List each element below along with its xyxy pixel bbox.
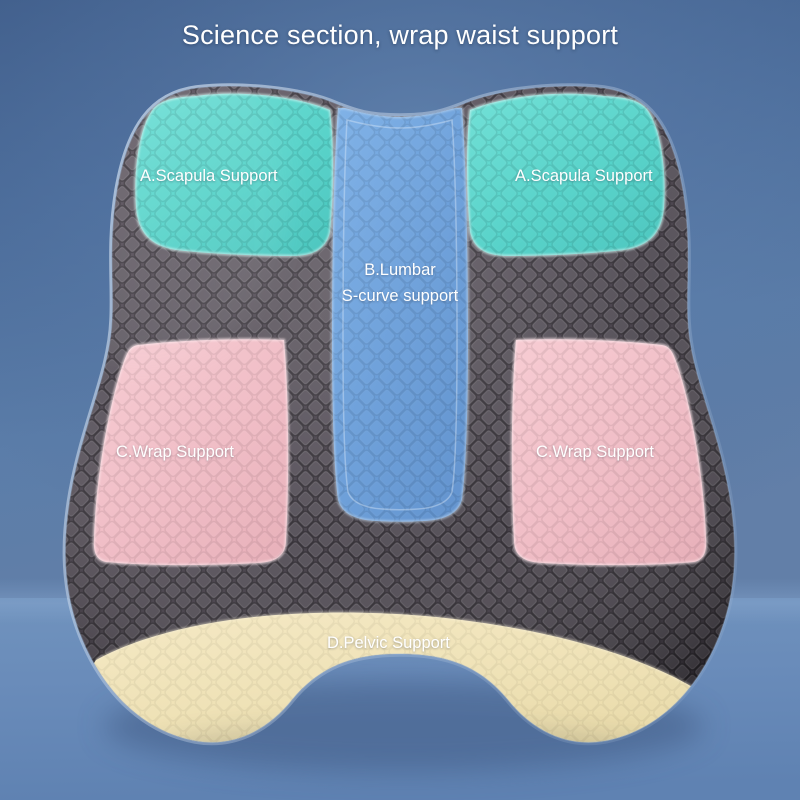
zone-scapula-right bbox=[465, 92, 666, 258]
pelvic-piping bbox=[95, 611, 725, 713]
lumbar-inner-stitch bbox=[342, 119, 458, 511]
lumbar-piping bbox=[330, 106, 470, 523]
zone-lumbar bbox=[330, 106, 470, 523]
scapula-right-piping bbox=[465, 92, 666, 258]
wrap-right-piping bbox=[510, 338, 708, 567]
zone-wrap-left bbox=[92, 338, 290, 567]
zone-wrap-right bbox=[510, 338, 708, 567]
cushion-base-shading bbox=[65, 86, 730, 743]
wrap-left-piping bbox=[92, 338, 290, 567]
